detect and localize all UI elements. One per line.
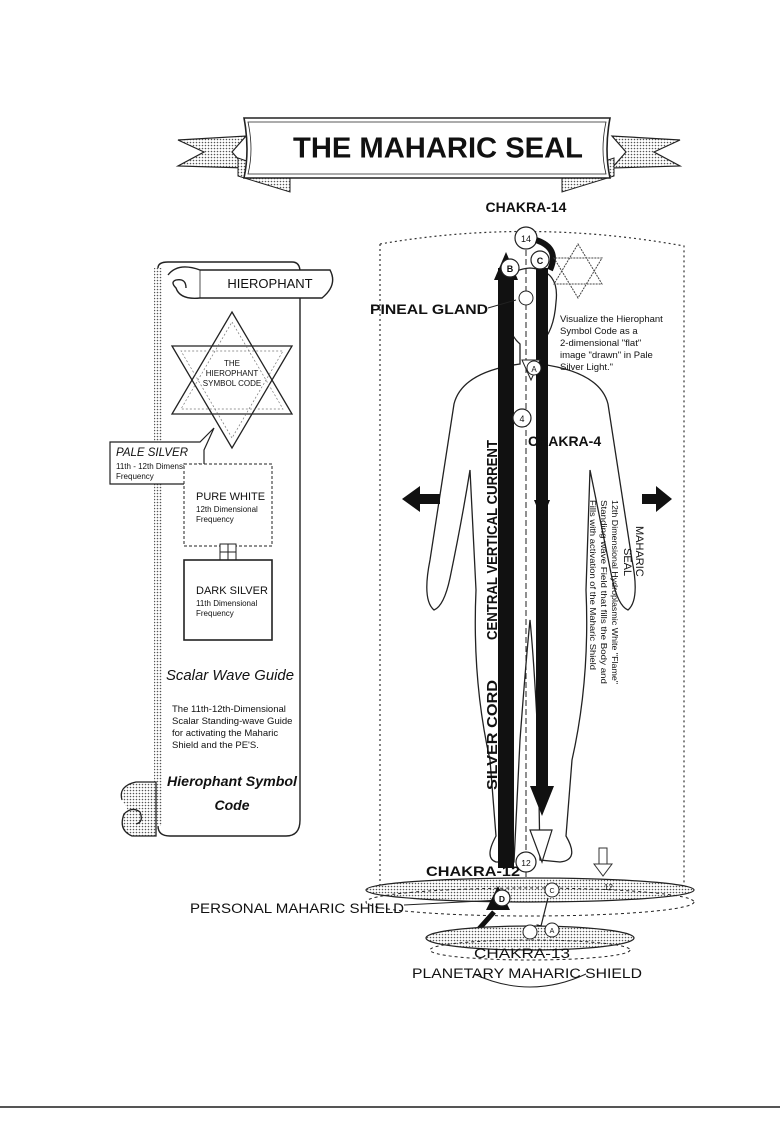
guide-text-2: Scalar Standing-wave Guide (172, 716, 292, 727)
page-bottom-rule (0, 1106, 780, 1108)
silver-cord-bar (536, 268, 548, 788)
visualize-text-5: Silver Light." (560, 362, 613, 373)
page-title: THE MAHARIC SEAL (293, 133, 583, 165)
pale-silver-desc-1: 11th - 12th Dimensional (116, 462, 200, 471)
chakra-12-label: CHAKRA-12 (426, 863, 520, 879)
node-4: 4 (519, 414, 524, 424)
symbol-code-line-3: SYMBOL CODE (203, 379, 261, 388)
scalar-wave-guide-title: Scalar Wave Guide (166, 668, 294, 684)
left-expansion-arrow-icon (402, 486, 440, 512)
node-c2: C (549, 888, 554, 895)
symbol-code-line-2: HIEROPHANT (206, 369, 259, 378)
node-b: B (507, 264, 514, 274)
node-a: A (531, 365, 537, 374)
node-c: C (537, 256, 544, 266)
seal-text-2: Standing wave Field that fills the Body … (599, 500, 609, 684)
node-12: 12 (521, 858, 531, 868)
guide-text-4: Shield and the PE'S. (172, 740, 259, 751)
title-banner: THE MAHARIC SEAL (175, 117, 683, 193)
silver-cord-arrow-icon (530, 786, 554, 816)
maharic-seal-title-2: SEAL (621, 548, 633, 576)
visualize-text-2: Symbol Code as a (560, 326, 638, 337)
guide-text-1: The 11th-12th-Dimensional (172, 704, 286, 715)
node-a2: A (550, 928, 555, 935)
dark-silver-desc-1: 11th Dimensional (196, 599, 257, 608)
node-12b: 12 (604, 883, 613, 892)
dark-silver-desc-2: Frequency (196, 609, 234, 618)
top-hexagram-icon (553, 243, 603, 299)
personal-maharic-shield-label: PERSONAL MAHARIC SHIELD (190, 901, 404, 916)
seal-text-3: Fills with activation of the Maharic Shi… (588, 500, 598, 670)
chakra-13-label: CHAKRA-13 (474, 945, 570, 961)
seal-text-1: 12th Dimensional Hydroplasmic White "Fla… (610, 500, 620, 684)
central-vertical-current-label: CENTRAL VERTICAL CURRENT (484, 440, 501, 640)
symbol-code-line-1: THE (224, 359, 240, 368)
visualize-text-3: 2-dimensional "flat" (560, 338, 641, 349)
visualize-text-1: Visualize the Hierophant (560, 314, 663, 325)
code-title-2: Code (215, 797, 250, 813)
pure-white-label: PURE WHITE (196, 491, 265, 503)
dark-silver-label: DARK SILVER (196, 585, 268, 597)
central-current-bar (498, 268, 514, 868)
pineal-gland-label: PINEAL GLAND (370, 301, 488, 317)
chakra-14-label: CHAKRA-14 (486, 199, 567, 215)
pure-white-desc-2: Frequency (196, 515, 234, 524)
pale-silver-label: PALE SILVER (116, 447, 188, 459)
node-14: 14 (521, 234, 531, 244)
code-title-1: Hierophant Symbol (167, 773, 298, 789)
hierophant-hexagram (170, 310, 294, 450)
personal-shield-disc: 12 (365, 877, 695, 917)
guide-text-3: for activating the Maharic (172, 728, 278, 739)
maharic-seal-title-1: MAHARIC (633, 526, 645, 577)
chakra-4-label: CHAKRA-4 (528, 433, 601, 449)
scroll-header: HIEROPHANT (227, 276, 312, 291)
visualize-text-4: image "drawn" in Pale (560, 350, 653, 361)
hierophant-scroll: HIEROPHANT THE HIEROPHANT SYMBOL CODE PA… (109, 261, 334, 837)
right-expansion-arrow-icon (642, 486, 672, 512)
body-figure-panel: 14 B C CHAKRA-14 PINEAL GLAND Visualize … (370, 199, 685, 900)
pale-silver-desc-2: Frequency (116, 472, 154, 481)
silver-cord-label: SILVER CORD (484, 680, 501, 790)
down-arrow-outline-icon (593, 847, 613, 877)
node-d: D (499, 894, 505, 904)
connector-cross-icon (219, 543, 237, 561)
pure-white-desc-1: 12th Dimensional (196, 505, 258, 514)
planetary-maharic-shield-label: PLANETARY MAHARIC SHIELD (412, 966, 642, 981)
